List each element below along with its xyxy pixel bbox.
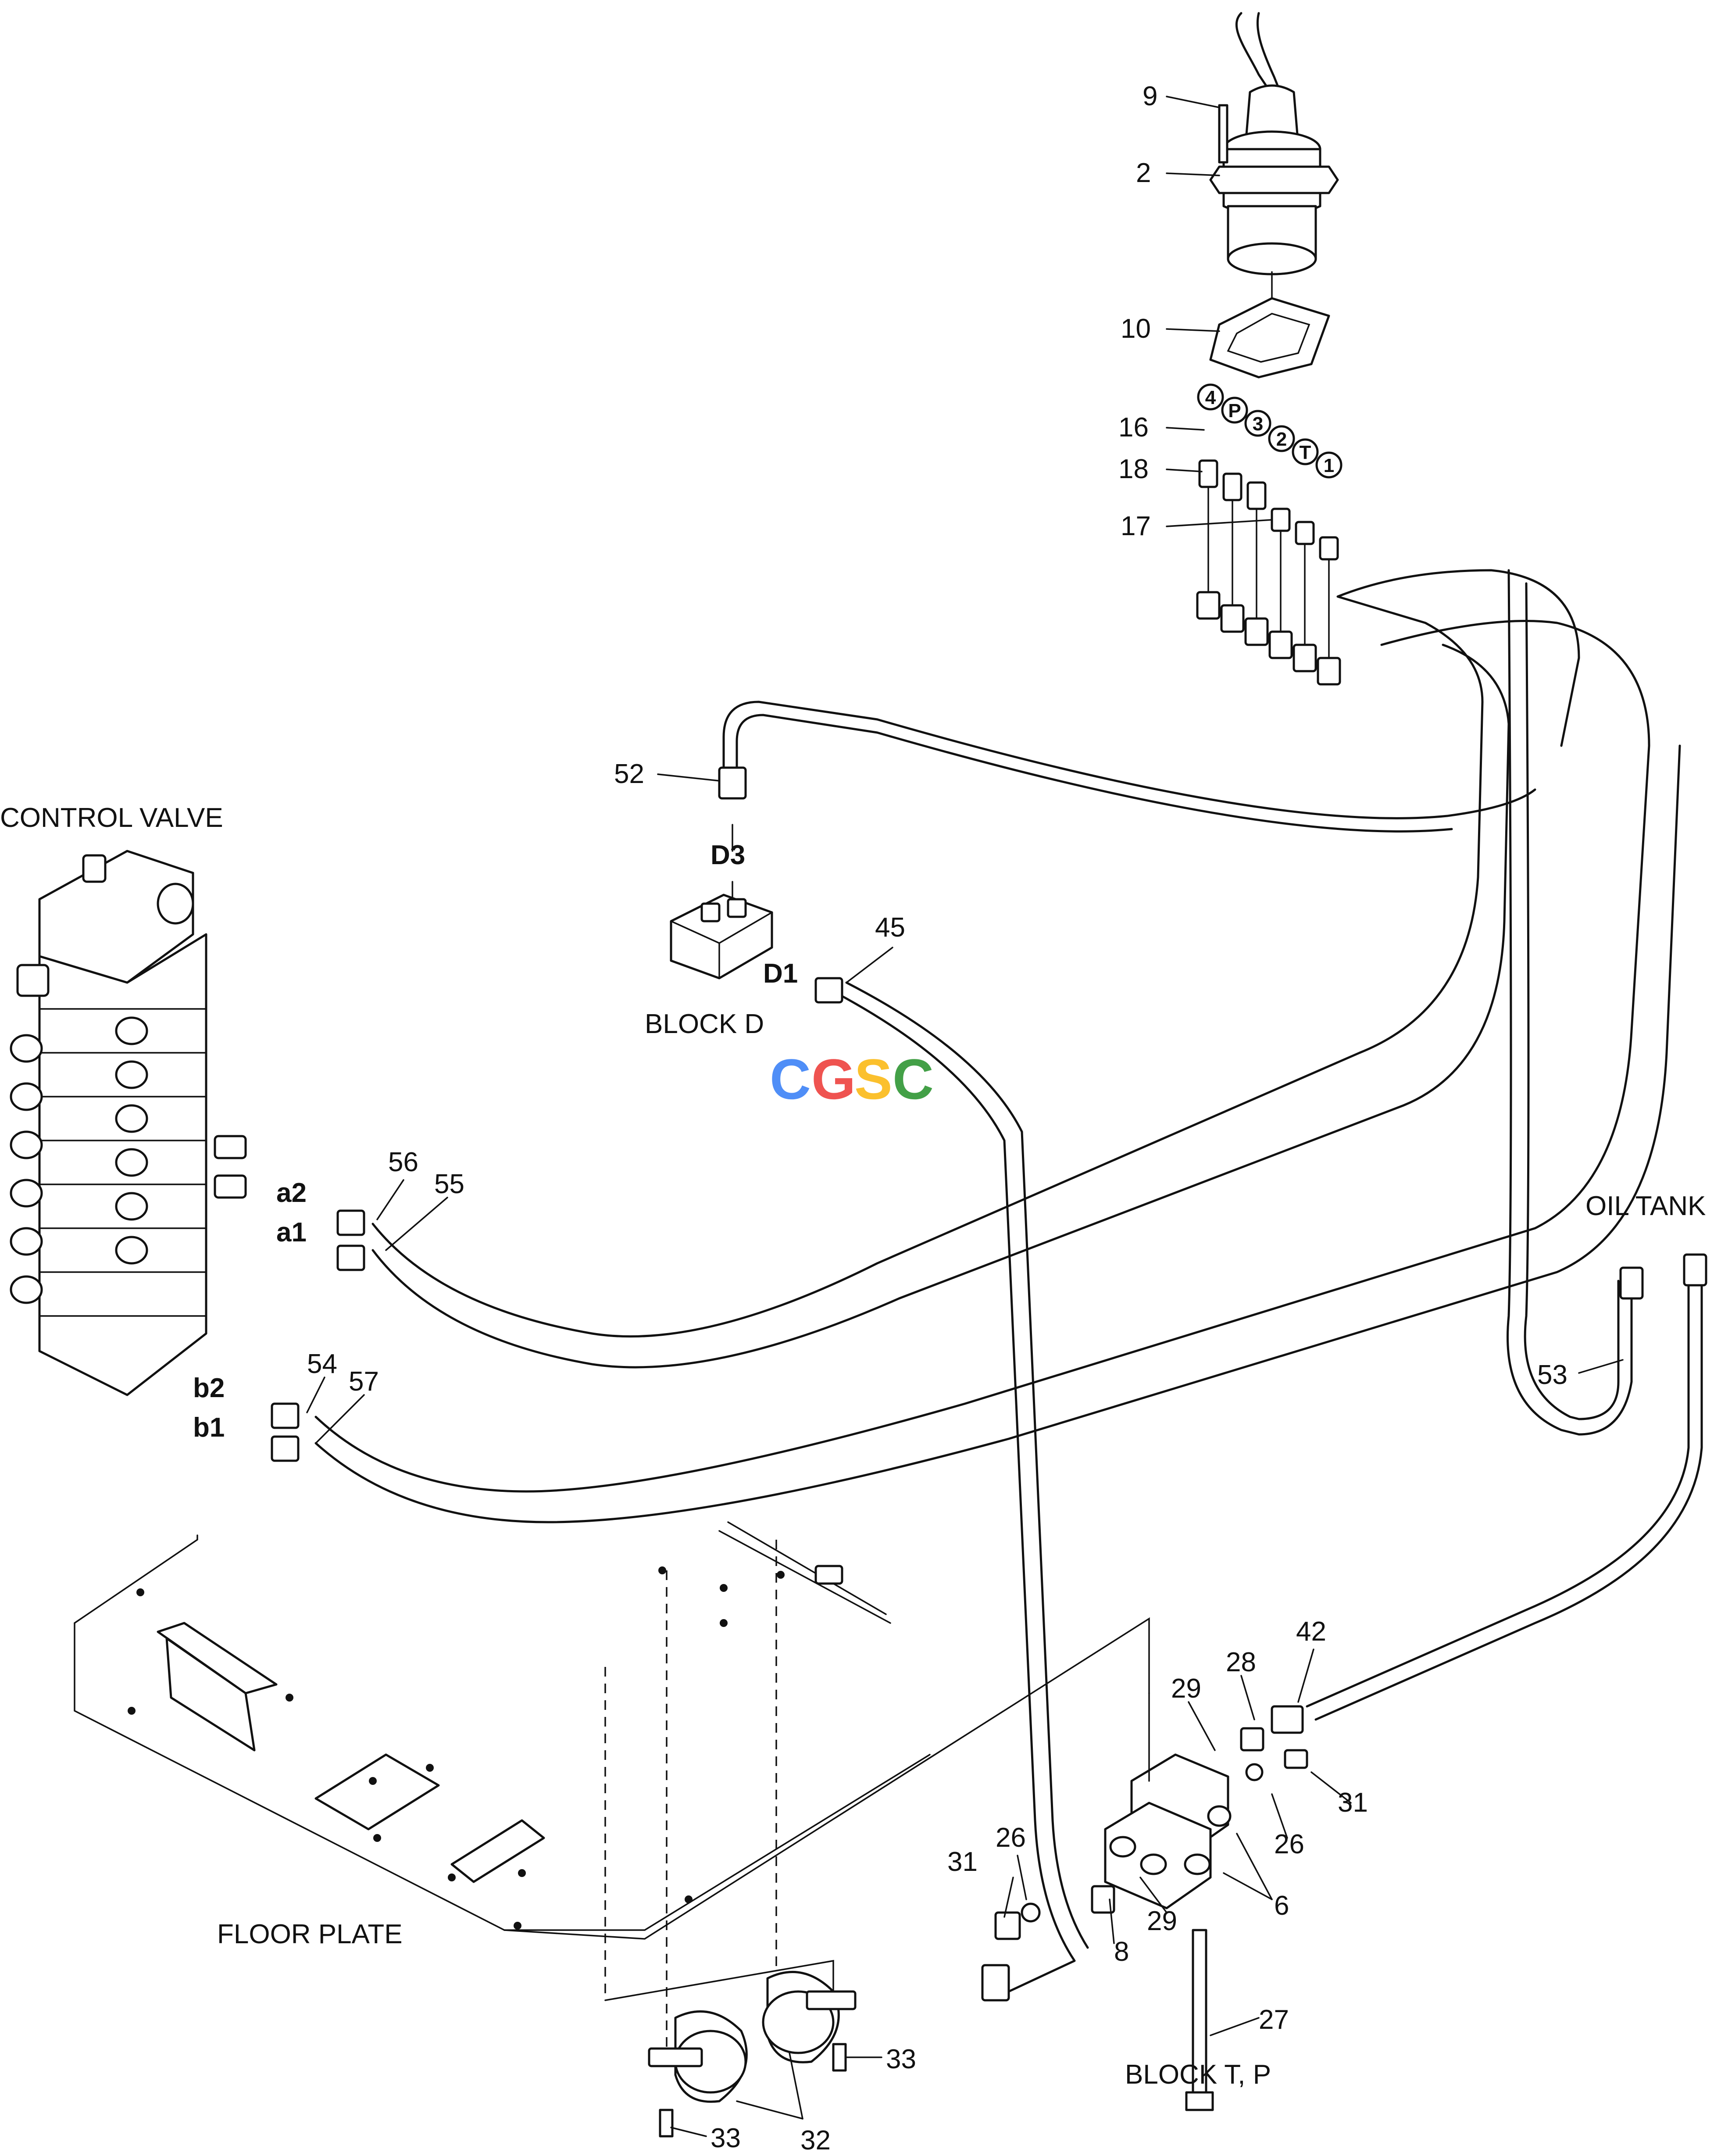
callout: 45 [875,912,905,943]
callout: 16 [1118,412,1149,443]
callout: 31 [1338,1788,1368,1818]
watermark-letter: S [854,1047,893,1111]
callout: 54 [307,1349,337,1379]
joystick-assembly [1209,12,1339,379]
callout: 42 [1296,1616,1326,1647]
hose-bundle [314,569,1707,1993]
port-a1-label: a1 [276,1217,307,1248]
port-labels: 4 P 3 2 T 1 [1197,383,1343,479]
block-tp-label: BLOCK T, P [1125,2059,1271,2090]
control-valve-assembly [10,850,247,1396]
callout: 17 [1121,511,1151,541]
port-label: 4 [1205,387,1216,408]
callout: 53 [1537,1360,1567,1390]
callout: 28 [1226,1647,1256,1677]
port-label: T [1300,442,1311,463]
callout: 26 [1274,1829,1304,1859]
callout: 32 [800,2125,831,2156]
oil-tank-label: OIL TANK [1585,1191,1706,1221]
callout-numbers: 9 2 10 16 18 17 52 45 56 55 54 57 53 42 … [307,81,1567,2156]
callout: 29 [1171,1673,1201,1704]
clamps [648,1970,857,2138]
callout: 33 [886,2044,916,2074]
callout: 55 [434,1169,464,1199]
callout: 10 [1121,314,1151,344]
callout: 33 [711,2123,741,2153]
block-d-label: BLOCK D [645,1009,764,1039]
floor-plate-label: FLOOR PLATE [217,1919,403,1949]
port-b1-label: b1 [193,1412,225,1443]
callout: 29 [1147,1906,1177,1936]
hose-end-fittings [271,766,843,1462]
control-valve-label: CONTROL VALVE [0,803,223,833]
callout: 56 [388,1147,418,1177]
callout: 8 [1114,1937,1129,1967]
port-label: 1 [1324,455,1334,476]
callout: 26 [996,1823,1026,1853]
port-label: 2 [1276,429,1287,450]
port-label: 3 [1253,413,1263,435]
watermark-letter: C [770,1047,811,1111]
block-d [670,824,773,980]
block-tp [981,1692,1308,2111]
cgsc-watermark-logo: C G S C [770,1047,934,1111]
callout: 18 [1118,454,1149,484]
watermark-letter: C [893,1047,934,1111]
callout: 2 [1136,158,1151,188]
port-b2-label: b2 [193,1373,225,1403]
port-d3-label: D3 [711,840,745,870]
port-d1-label: D1 [763,958,798,989]
callout: 31 [947,1847,978,1877]
callout: 9 [1143,81,1157,111]
callout: 27 [1259,2005,1289,2035]
callout: 6 [1274,1891,1289,1921]
callout: 52 [614,759,644,789]
leader-lines [306,96,1624,2137]
watermark-letter: G [811,1047,856,1111]
joystick-fittings [1196,459,1341,686]
port-label: P [1228,400,1241,422]
port-a2-label: a2 [276,1178,307,1208]
floor-plate [74,1521,1150,2062]
callout: 57 [349,1366,379,1397]
